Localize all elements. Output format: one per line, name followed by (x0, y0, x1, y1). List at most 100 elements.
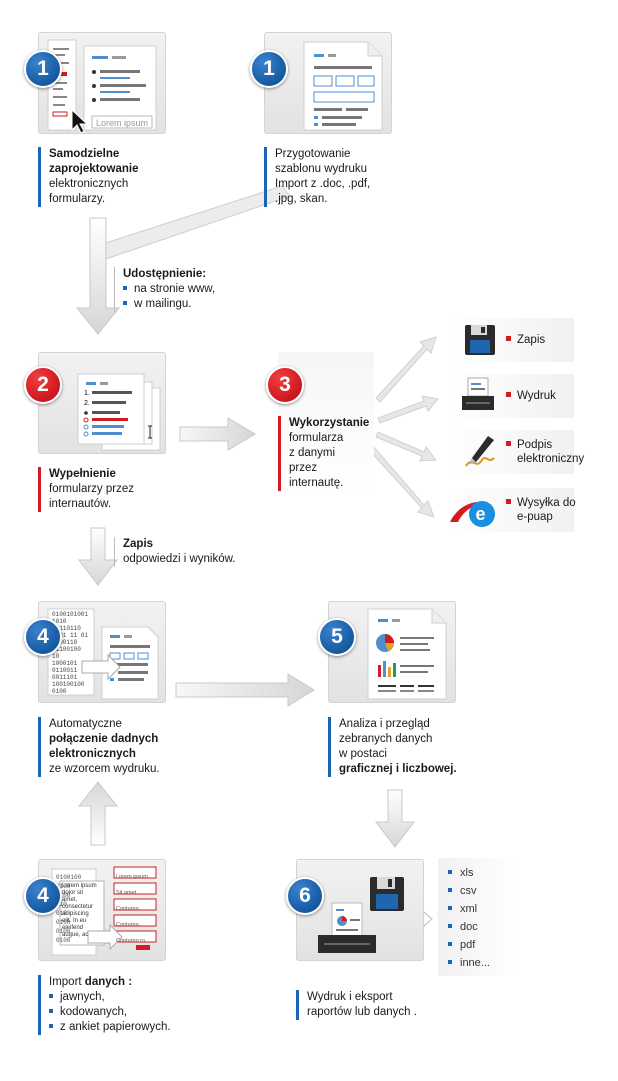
share-note: Udostępnienie: na stronie www, w mailing… (114, 267, 215, 312)
mock-field-label: Conturno (116, 922, 139, 928)
print-export-illustration (318, 877, 404, 953)
fan-arrows (368, 336, 439, 518)
caption-line: połączenie dadnych (49, 733, 159, 745)
caption-line: Analiza i przegląd (339, 718, 430, 730)
export-format-item: csv (448, 882, 490, 900)
caption-line: raportów lub danych . (307, 1006, 417, 1018)
right-arrow-4-5 (175, 673, 315, 707)
binary-line: 1001 11 01 (52, 632, 89, 639)
step-6-badge: 6 (286, 877, 324, 915)
export-format-item: pdf (448, 936, 490, 954)
step-4b-item: z ankiet papierowych. (49, 1020, 171, 1035)
binary-line: 00110110 (52, 625, 81, 632)
caption-line: formularza (289, 432, 344, 444)
caption-line: ze wzorcem wydruku. (49, 763, 160, 775)
mock-paragraph-line: augue, ac (62, 932, 89, 938)
caption-line: internautę. (289, 477, 344, 489)
mock-paragraph-line: amet, (62, 897, 78, 903)
output-print: Wydruk (446, 374, 574, 418)
binary-line: 010 (56, 901, 67, 908)
step-1b-card (264, 32, 392, 134)
output-epuap: e Wysyłka do e-puap (446, 488, 576, 532)
binary-line: 0011101 (52, 674, 78, 681)
export-format-item: xls (448, 864, 490, 882)
step-4a-badge: 4 (24, 618, 62, 656)
step-4b-intro-text: Import (49, 976, 85, 988)
output-label-line: e-puap (517, 511, 553, 523)
mock-paragraph-line: dolor sit (62, 890, 84, 896)
output-label: Wysyłka do e-puap (506, 496, 576, 524)
caption-line: Wykorzystanie (289, 417, 370, 429)
print-template-illustration (303, 41, 383, 131)
analysis-report-illustration (367, 608, 447, 700)
binary-line: 1010 (52, 618, 67, 625)
binary-line: 0100 (56, 928, 71, 935)
step-1a-badge: 1 (24, 50, 62, 88)
binary-line: 0110011 (52, 667, 78, 674)
caption-line: graficznej i liczbowej. (339, 763, 457, 775)
step-6-caption: Wydruk i eksport raportów lub danych . (296, 990, 417, 1020)
step-5-caption: Analiza i przegląd zebranych danych w post… (328, 717, 457, 777)
binary-line: 0100110 (52, 639, 78, 646)
binary-line: 0100 (52, 688, 67, 695)
binary-line: 0100100 (56, 874, 82, 881)
printer-icon (462, 377, 494, 410)
step-4b-intro: Import danych : (49, 975, 171, 990)
step-2-card: 1. 2. (38, 352, 166, 454)
output-label-line: elektroniczny (517, 453, 585, 465)
down-arrow-1 (75, 217, 121, 335)
step-2-badge: 2 (24, 366, 62, 404)
binary-line: 01100100 (52, 646, 81, 653)
right-arrow-2-3 (179, 417, 256, 451)
output-label-line: Podpis (506, 439, 552, 451)
step-1a-card: Lorem ipsum (38, 32, 166, 134)
caption-line: Automatyczne (49, 718, 122, 730)
output-label: Podpis elektroniczny (506, 438, 584, 466)
caption-line: szablonu wydruku (275, 163, 368, 175)
save-note-title: Zapis (123, 538, 154, 550)
save-note: Zapis odpowiedzi i wyników. (114, 537, 236, 567)
step-4b-item: jawnych, (49, 990, 171, 1005)
svg-text:1.: 1. (84, 390, 90, 397)
caption-line: przez (289, 462, 318, 474)
svg-text:e: e (476, 504, 486, 524)
export-format-item: doc (448, 918, 490, 936)
caption-line: Import z .doc, .pdf, (275, 178, 371, 190)
share-note-title: Udostępnienie: (123, 268, 207, 280)
mock-field-label: Conturno ro (116, 938, 146, 944)
mock-field-label: Conturno (116, 906, 139, 912)
caption-line: Wydruk i eksport (307, 991, 393, 1003)
mock-paragraph-line: adipiscing (62, 911, 89, 917)
signature-pen-icon (465, 436, 495, 467)
output-label-line: Wysyłka do (506, 497, 576, 509)
svg-text:2.: 2. (84, 400, 90, 407)
binary-line: 0100 (56, 937, 71, 944)
export-format-item: inne... (448, 954, 490, 972)
filled-forms-illustration: 1. 2. (77, 373, 161, 451)
binary-line: 1000101 (52, 660, 78, 667)
caption-line: Samodzielne (49, 148, 120, 160)
data-import-illustration (51, 866, 157, 956)
caption-line: w postaci (339, 748, 387, 760)
caption-line: zebranych danych (339, 733, 433, 745)
caption-line: Przygotowanie (275, 148, 351, 160)
caption-line: .jpg, skan. (275, 193, 328, 205)
share-note-item: w mailingu. (123, 297, 215, 312)
cursor-icon (71, 108, 89, 134)
output-sign: Podpis elektroniczny (446, 430, 584, 474)
binary-line: 0100101001 (52, 611, 89, 618)
binary-line: 100100100 (52, 681, 85, 688)
step-4b-badge: 4 (24, 877, 62, 915)
caption-line: elektronicznych (49, 178, 129, 190)
step-3-badge: 3 (266, 366, 304, 404)
binary-line: 0100 (56, 883, 71, 890)
binary-line: 010 (56, 910, 67, 917)
output-label: Wydruk (506, 390, 556, 402)
